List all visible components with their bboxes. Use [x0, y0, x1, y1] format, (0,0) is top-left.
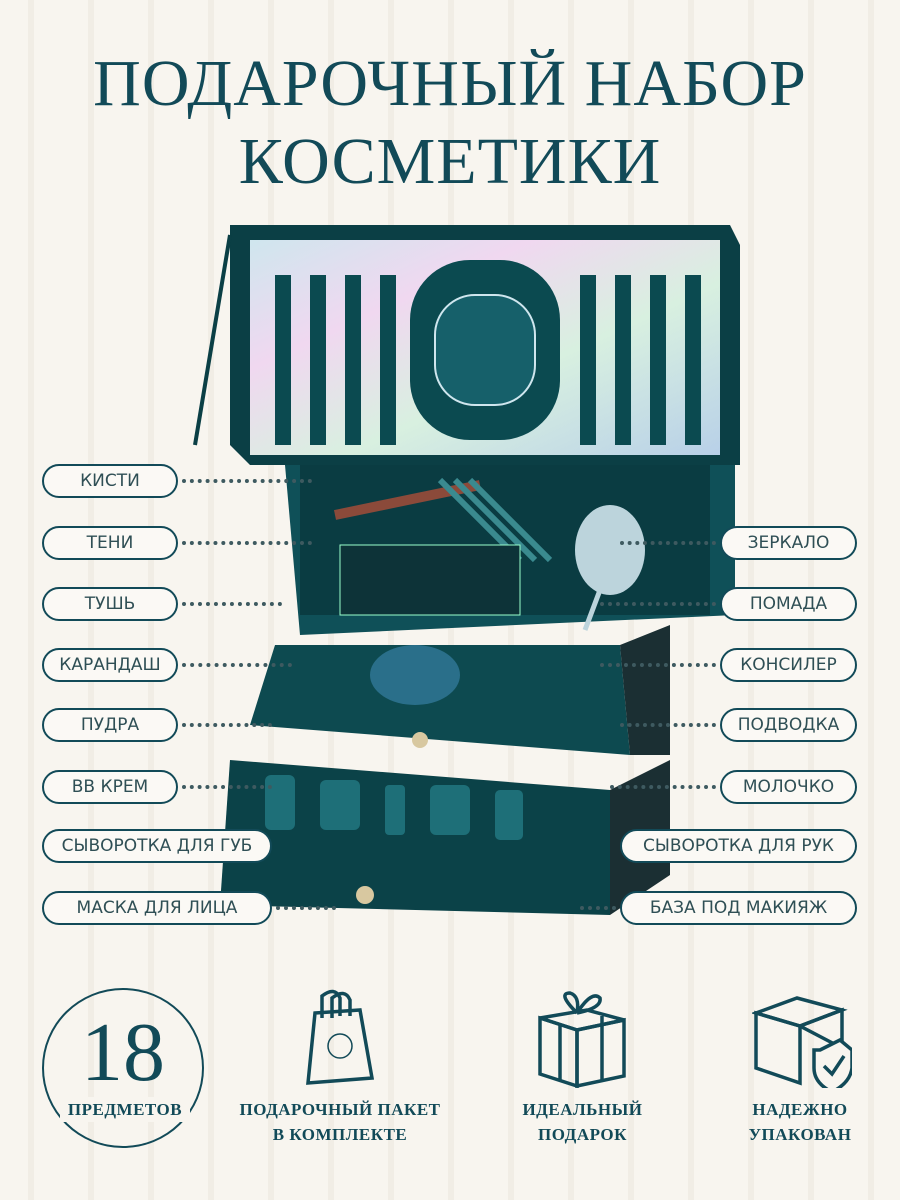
pointer-line	[182, 723, 272, 727]
label-pencil: КАРАНДАШ	[42, 648, 178, 682]
pointer-line	[600, 663, 716, 667]
pointer-line	[182, 785, 272, 789]
items-count-label: ПРЕДМЕТОВ	[60, 1097, 190, 1122]
pointer-line	[620, 541, 716, 545]
items-count-badge: 18	[42, 988, 204, 1148]
label-powder: ПУДРА	[42, 708, 178, 742]
label-brushes: КИСТИ	[42, 464, 178, 498]
label-eyeliner: ПОДВОДКА	[720, 708, 857, 742]
secure-package-icon	[752, 996, 852, 1088]
gift-box-icon	[538, 991, 626, 1088]
gift-bag-icon	[306, 989, 375, 1085]
label-lipstick: ПОМАДА	[720, 587, 857, 621]
label-makeup-base: БАЗА ПОД МАКИЯЖ	[620, 891, 857, 925]
pointer-line	[182, 663, 292, 667]
page-title: ПОДАРОЧНЫЙ НАБОР КОСМЕТИКИ	[93, 47, 807, 198]
pointer-line	[182, 541, 312, 545]
label-lip-serum: СЫВОРОТКА ДЛЯ ГУБ	[42, 829, 272, 863]
label-face-mask: МАСКА ДЛЯ ЛИЦА	[42, 891, 272, 925]
label-milk: МОЛОЧКО	[720, 770, 857, 804]
cosmetic-gift-box-image	[193, 225, 740, 915]
pointer-line	[276, 906, 336, 910]
pointer-line	[610, 785, 716, 789]
label-bb-cream: BB КРЕМ	[42, 770, 178, 804]
pointer-line	[580, 906, 616, 910]
pointer-line	[600, 602, 716, 606]
label-eyeshadow: ТЕНИ	[42, 526, 178, 560]
pointer-line	[182, 602, 282, 606]
label-concealer: КОНСИЛЕР	[720, 648, 857, 682]
pointer-line	[182, 479, 312, 483]
pointer-line	[620, 723, 716, 727]
label-mirror: ЗЕРКАЛО	[720, 526, 857, 560]
label-mascara: ТУШЬ	[42, 587, 178, 621]
label-hand-serum: СЫВОРОТКА ДЛЯ РУК	[620, 829, 857, 863]
